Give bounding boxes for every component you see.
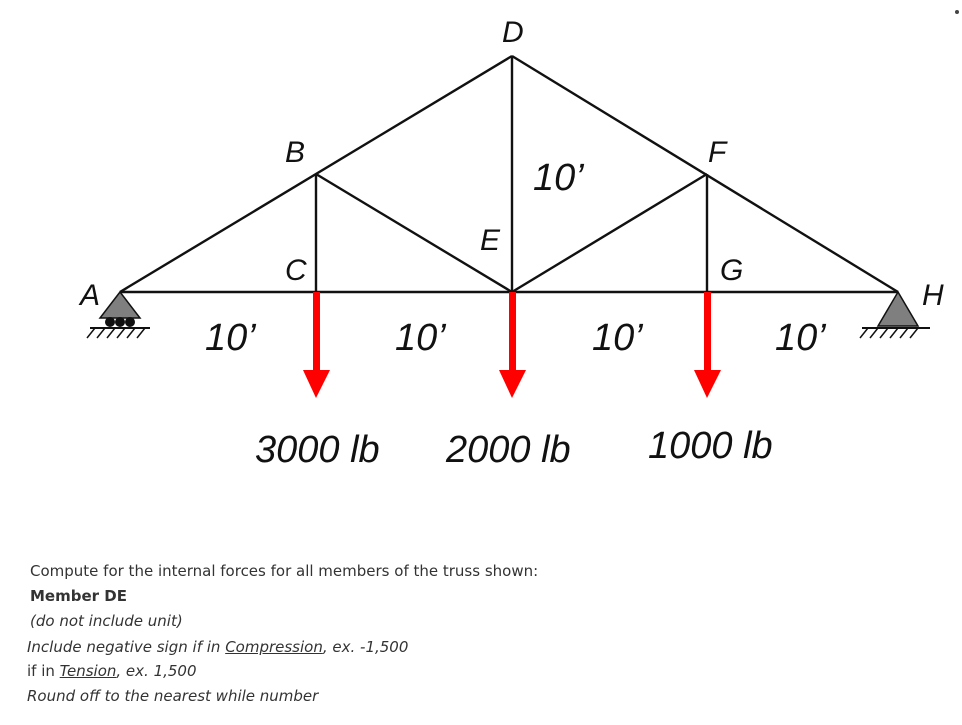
height-dimension: 10’ [533,157,584,199]
panel-dimension-1: 10’ [205,317,256,359]
rounding-instruction: Round off to the nearest while number [27,687,319,705]
compression-instruction: Include negative sign if in Compression,… [27,638,408,656]
unit-note: (do not include unit) [30,612,183,630]
panel-dimension-4: 10’ [775,317,826,359]
node-label-c: C [285,254,307,287]
panel-dimension-2: 10’ [395,317,446,359]
compression-word: Compression [225,638,323,656]
panel-dimension-3: 10’ [592,317,643,359]
load-label-3: 1000 lb [648,425,773,467]
compression-suffix: , ex. -1,500 [322,638,409,656]
tension-instruction: if in Tension, ex. 1,500 [27,662,197,680]
node-label-f: F [708,136,728,169]
member-ef [511,172,708,294]
load-arrow-c [303,292,330,398]
node-label-g: G [720,254,743,287]
load-label-2: 2000 lb [445,429,571,471]
node-label-b: B [285,136,305,169]
tension-prefix: if in [27,662,60,680]
member-name: Member DE [30,587,127,605]
roller-support-a [86,290,150,339]
node-label-d: D [502,16,524,49]
corner-dot [955,10,959,14]
load-arrow-e [499,292,526,398]
question-prompt: Compute for the internal forces for all … [30,562,539,580]
node-label-h: H [922,279,944,312]
tension-word: Tension [59,662,117,680]
pin-support-h [859,290,930,339]
node-label-a: A [78,279,100,312]
tension-suffix: , ex. 1,500 [116,662,197,680]
member-be [315,172,513,294]
node-label-e: E [480,224,501,257]
load-label-1: 3000 lb [255,429,380,471]
load-arrow-g [694,292,721,398]
compression-prefix: Include negative sign if in [27,638,226,656]
